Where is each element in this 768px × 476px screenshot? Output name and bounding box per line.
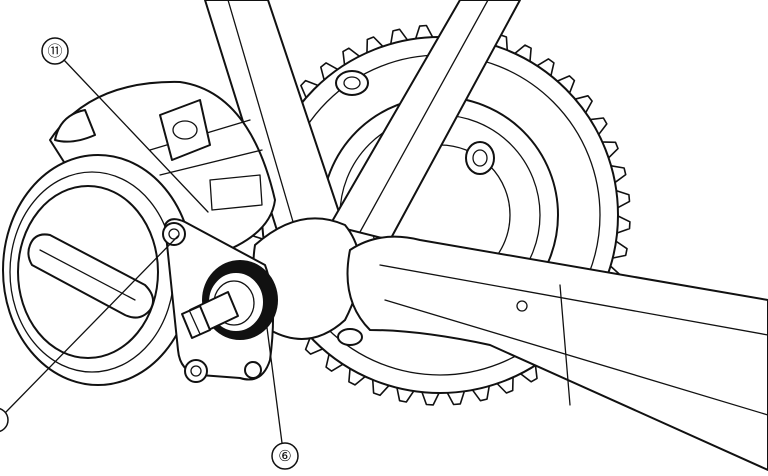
- crank-bolt-hole: [516, 300, 528, 312]
- motor-rib: [209, 174, 263, 211]
- callout-6-circle: [271, 442, 299, 470]
- callout-6: ⑥: [265, 319, 299, 470]
- chainring-bolt-bottom: [337, 328, 363, 346]
- callout-left-leader: [5, 235, 179, 413]
- motor-lug-left: [54, 109, 96, 143]
- chainring-bolt-right: [465, 141, 495, 175]
- callout-11-leader: [63, 59, 209, 213]
- bearing-assembly: [181, 260, 278, 340]
- callout-11-label: ⑪: [47, 42, 62, 60]
- motor-unit: [2, 80, 276, 386]
- callout-6-label: ⑥: [278, 447, 291, 465]
- chainring-bolt-top: [335, 70, 369, 96]
- cover-inner-ring: [17, 185, 159, 359]
- frame: [204, 0, 521, 340]
- mount-hole-right: [244, 361, 262, 379]
- mount-bolt-top: [162, 222, 186, 246]
- crank-arm: [346, 235, 768, 471]
- callout-11: ⑪: [41, 37, 209, 213]
- motor-lug: [159, 99, 211, 161]
- callout-11-circle: [41, 37, 69, 65]
- callout-left-partial: [0, 235, 179, 433]
- mount-bolt-bottom: [184, 359, 208, 383]
- callout-left-circle: [0, 407, 9, 433]
- spindle-square-end: [181, 305, 211, 339]
- callout-6-leader: [265, 319, 283, 444]
